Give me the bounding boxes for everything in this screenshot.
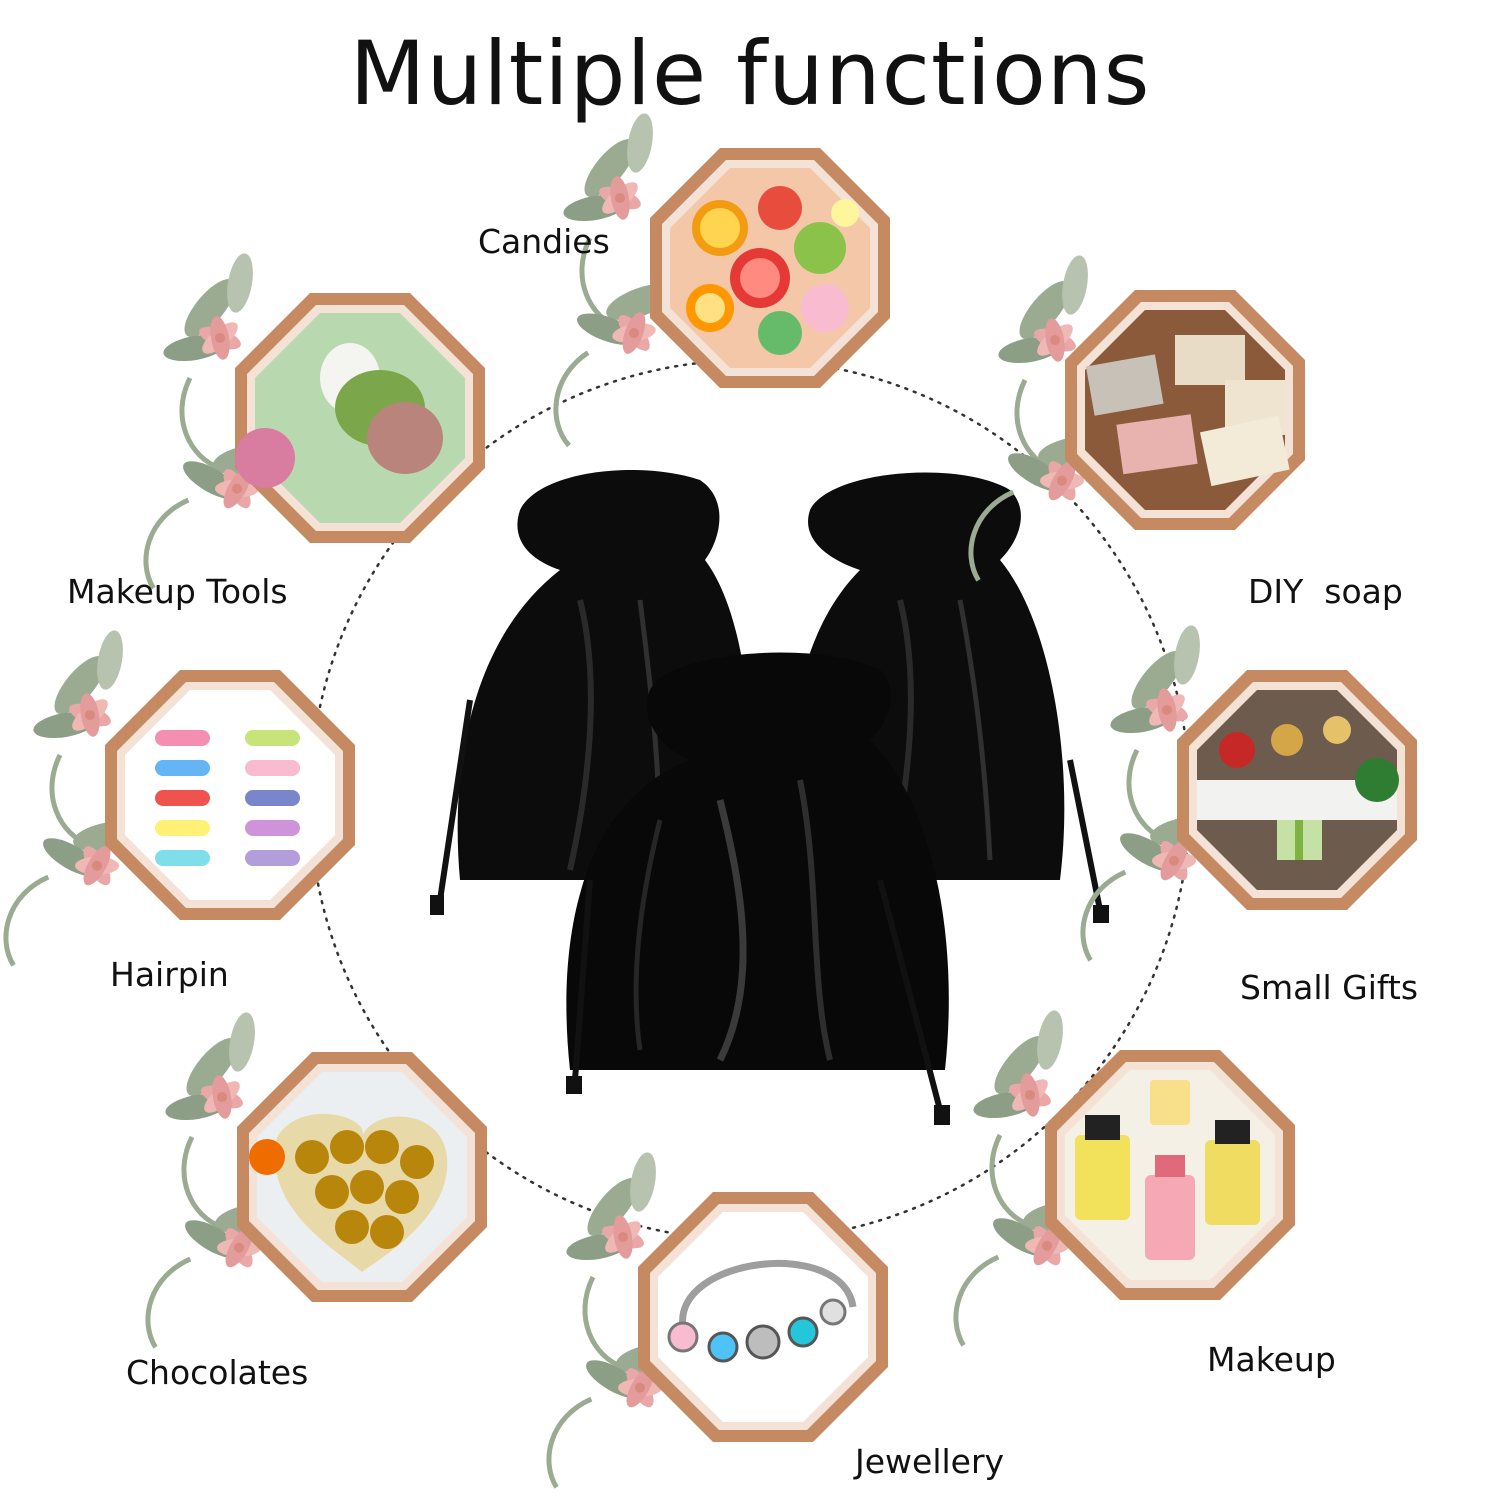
label-candies: Candies xyxy=(478,222,610,261)
diy-soap-item xyxy=(934,253,1305,604)
label-makeup: Makeup xyxy=(1207,1340,1336,1379)
page-title: Multiple functions xyxy=(349,22,1151,125)
label-makeup-tools: Makeup Tools xyxy=(67,572,288,611)
hairpin-item xyxy=(0,628,355,989)
bag-front xyxy=(566,652,950,1125)
label-jewellery: Jewellery xyxy=(855,1442,1005,1481)
small-gifts-item xyxy=(1046,623,1417,984)
satin-bags-image xyxy=(430,470,1109,1125)
label-diy-soap: DIY soap xyxy=(1248,572,1403,611)
makeup-item xyxy=(919,1008,1295,1369)
label-small-gifts: Small Gifts xyxy=(1240,968,1419,1007)
jewellery-item xyxy=(512,1150,888,1500)
makeup-tools-item xyxy=(109,251,485,612)
candies-item xyxy=(518,111,890,464)
label-chocolates: Chocolates xyxy=(126,1353,309,1392)
chocolates-item xyxy=(111,1010,487,1371)
label-hairpin: Hairpin xyxy=(110,955,229,994)
